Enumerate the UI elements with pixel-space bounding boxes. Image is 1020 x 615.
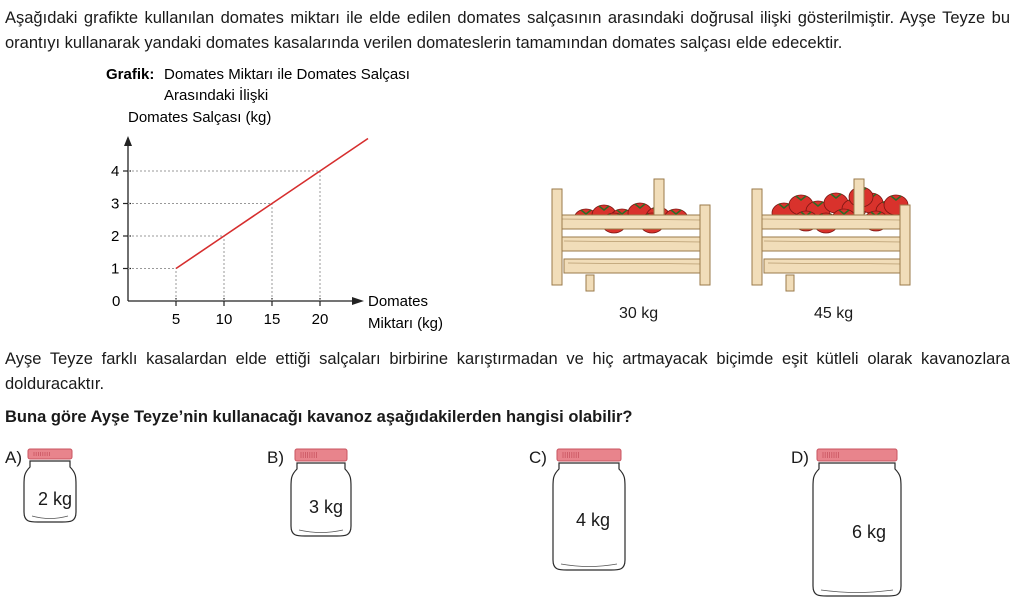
instruction-paragraph: Ayşe Teyze farklı kasalardan elde ettiği… — [5, 350, 1010, 393]
crate-post-left — [551, 188, 563, 286]
y-axis-label: Domates Salçası (kg) — [128, 109, 271, 126]
origin-label: 0 — [112, 293, 120, 310]
crate-slat — [759, 236, 909, 252]
option-b-letter: B) — [267, 448, 284, 467]
wood-grain — [567, 262, 703, 265]
wood-grain — [763, 240, 903, 243]
option-c-letter: C) — [529, 448, 547, 467]
crate-slat — [559, 236, 709, 252]
jar-b-label: 3 kg — [309, 497, 344, 517]
jar-base-line — [298, 529, 344, 533]
crate-45-label: 45 kg — [814, 305, 854, 322]
tomato-stem — [598, 205, 610, 211]
jar-c[interactable] — [549, 448, 649, 578]
tomato-stem — [634, 203, 646, 209]
crate-slat — [563, 258, 709, 274]
crate-foot — [785, 274, 795, 292]
y-tick-label: 2 — [111, 228, 119, 245]
jar-lid — [816, 448, 898, 462]
chart-caption-line1: Domates Miktarı ile Domates Salçası — [164, 66, 410, 83]
crate-post-right — [899, 204, 911, 286]
x-tick-label: 20 — [312, 311, 329, 328]
crate-30-label: 30 kg — [619, 305, 659, 322]
chart-caption-prefix: Grafik: — [106, 66, 154, 83]
tomato-stem — [778, 203, 790, 209]
jar-base-line — [560, 563, 618, 567]
y-tick-label: 4 — [111, 163, 119, 180]
crate-post-back — [653, 178, 665, 216]
crate-post-left — [751, 188, 763, 286]
crate-slat — [763, 258, 909, 274]
tomato-stem — [795, 195, 807, 201]
jar-lid — [27, 448, 73, 460]
tomato-stem — [670, 209, 682, 215]
y-tick-label: 1 — [111, 261, 119, 278]
intro-paragraph: Aşağıdaki grafikte kullanılan domates mi… — [5, 9, 1010, 52]
jar-a-label: 2 kg — [38, 489, 73, 509]
question-text: Buna göre Ayşe Teyze’nin kullanacağı kav… — [5, 408, 633, 426]
x-tick-label: 10 — [216, 311, 233, 328]
jar-lid — [294, 448, 348, 462]
tomato-stem — [616, 209, 628, 215]
jar-body — [23, 460, 77, 523]
y-tick-label: 3 — [111, 196, 119, 213]
x-axis-label-2: Miktarı (kg) — [368, 315, 443, 332]
crate-foot — [585, 274, 595, 292]
wood-grain — [559, 218, 701, 221]
tomato-stem — [838, 209, 850, 215]
jar-d[interactable] — [809, 448, 929, 608]
x-axis-arrow — [352, 297, 364, 305]
series-line — [175, 137, 369, 270]
jar-base-line — [820, 589, 894, 593]
wood-grain — [759, 218, 901, 221]
wood-grain — [767, 262, 903, 265]
crate-post-back — [853, 178, 865, 216]
chart: Grafik: Domates Miktarı ile Domates Salç… — [106, 66, 443, 332]
jar-a[interactable] — [20, 448, 100, 548]
option-a-letter: A) — [5, 448, 22, 467]
x-axis-label-1: Domates — [368, 293, 428, 310]
jar-lid — [556, 448, 622, 462]
jar-base-line — [31, 515, 69, 519]
crate-slat — [555, 214, 707, 230]
tomato-crate-30 — [551, 178, 711, 292]
tomato-stem — [890, 195, 902, 201]
jar-d-label: 6 kg — [852, 522, 887, 542]
wood-grain — [563, 240, 703, 243]
y-axis-arrow — [124, 136, 132, 146]
jar-body — [812, 462, 902, 597]
tomato-stem — [830, 193, 842, 199]
tomato-crate-45 — [751, 178, 911, 292]
chart-caption-line2: Arasındaki İlişki — [164, 86, 268, 104]
option-d-letter: D) — [791, 448, 809, 467]
jar-body — [290, 462, 352, 537]
x-tick-label: 5 — [172, 311, 180, 328]
crate-slat — [755, 214, 907, 230]
tomato-stem — [580, 209, 592, 215]
x-tick-label: 15 — [264, 311, 281, 328]
jar-b[interactable] — [287, 448, 377, 560]
crate-post-right — [699, 204, 711, 286]
tomato-stem — [812, 201, 824, 207]
jar-body — [552, 462, 626, 571]
jar-c-label: 4 kg — [576, 510, 611, 530]
